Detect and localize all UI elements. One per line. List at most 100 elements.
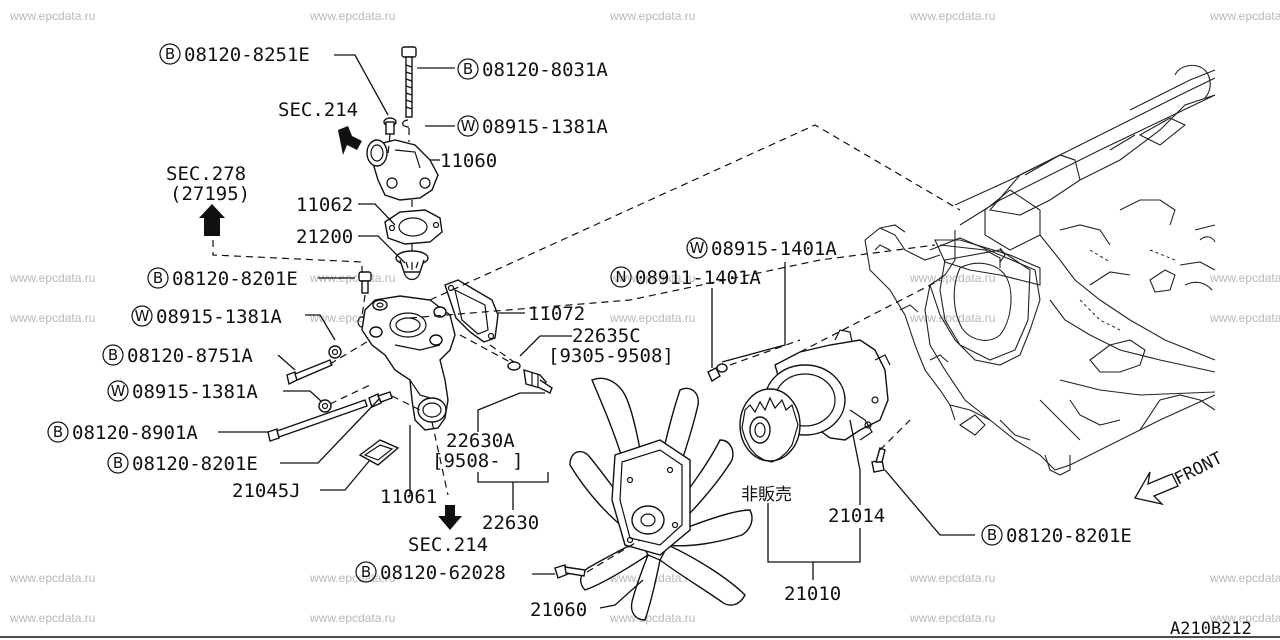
- diagram-code: A210B212: [1170, 619, 1252, 639]
- label-text: 08120-8201E: [172, 268, 298, 290]
- nut-symbol-icon: [610, 266, 632, 288]
- watermark-text: www.epcdata.ru: [309, 9, 395, 23]
- label-w-08915-1401a: W 08915-1401A: [686, 237, 837, 260]
- label-b-08120-8901a: B 08120-8901A: [47, 421, 198, 444]
- bolt-symbol-icon: [159, 43, 181, 65]
- section-ref-278: SEC.278: [166, 163, 246, 185]
- label-prefix: B: [463, 60, 473, 78]
- label-b-08120-8751a: B 08120-8751A: [102, 344, 253, 367]
- label-prefix: W: [135, 307, 150, 325]
- label-b-08120-62028: B 08120-62028: [355, 561, 506, 584]
- washer-symbol-icon: [131, 305, 153, 327]
- label-text: 08120-8201E: [132, 453, 258, 475]
- arrow-sec278: [199, 204, 225, 236]
- water-outlet-assembly: [366, 46, 439, 201]
- section-ref-214-top: SEC.214: [278, 99, 358, 121]
- label-b-08120-8201e-upper: B 08120-8201E: [147, 267, 298, 290]
- watermark-text: www.epcdata.ru: [609, 9, 695, 23]
- gasket-11062: [384, 209, 443, 245]
- label-text: 08120-8901A: [72, 422, 198, 444]
- watermark-text: www.epcdata.ru: [909, 311, 995, 325]
- bolt-symbol-icon: [107, 452, 129, 474]
- watermark-text: www.epcdata.ru: [909, 271, 995, 285]
- label-prefix: W: [690, 239, 705, 257]
- section-ref-214-bottom: SEC.214: [408, 534, 488, 556]
- label-21014: 21014: [828, 505, 885, 527]
- assembly-lines: [212, 124, 961, 573]
- label-text: 08915-1381A: [156, 306, 282, 328]
- washer-symbol-icon: [686, 237, 708, 259]
- label-prefix: B: [361, 563, 371, 581]
- not-sold-note: 非販売: [741, 485, 792, 505]
- bolt-symbol-icon: [47, 421, 69, 443]
- bolt-symbol-icon: [147, 267, 169, 289]
- label-prefix: B: [987, 526, 997, 544]
- label-22630: 22630: [482, 512, 539, 534]
- label-b-08120-8251e: B 08120-8251E: [159, 43, 310, 66]
- engine-block-drawing: [864, 64, 1216, 476]
- label-prefix: W: [111, 382, 126, 400]
- watermark-text: www.epcdata.ru: [9, 571, 95, 585]
- label-prefix: B: [165, 45, 175, 63]
- temperature-sensor: [507, 361, 553, 394]
- bolt-upper-left: [357, 271, 372, 328]
- cooling-fan-21060: [554, 377, 753, 621]
- label-11062: 11062: [296, 194, 353, 216]
- label-22630a-range: [9508- ]: [432, 450, 524, 472]
- label-22630a: 22630A: [446, 430, 515, 452]
- label-text: 08120-8031A: [482, 59, 608, 81]
- bolts-left: [267, 345, 393, 442]
- arrow-sec214-top: [338, 126, 362, 155]
- label-21010: 21010: [784, 583, 841, 605]
- watermark-text: www.epcdata.ru: [909, 9, 995, 23]
- watermark-text: www.epcdata.ru: [9, 311, 95, 325]
- label-text: 08120-8751A: [127, 345, 253, 367]
- bolt-symbol-icon: [102, 344, 124, 366]
- label-prefix: B: [153, 269, 163, 287]
- watermark-text: www.epcdata.ru: [309, 611, 395, 625]
- label-21200: 21200: [296, 226, 353, 248]
- front-label: FRONT: [1171, 448, 1226, 489]
- label-11060: 11060: [440, 150, 497, 172]
- direction-arrows: [199, 126, 1179, 530]
- watermark-layer: www.epcdata.ru www.epcdata.ru www.epcdata.…: [9, 9, 1280, 625]
- label-prefix: B: [108, 346, 118, 364]
- bolt-symbol-icon: [355, 561, 377, 583]
- leader-lines: [218, 54, 975, 609]
- label-text: 08915-1401A: [711, 238, 837, 260]
- label-11061: 11061: [380, 486, 437, 508]
- watermark-text: www.epcdata.ru: [9, 611, 95, 625]
- label-text: 08915-1381A: [482, 116, 608, 138]
- label-b-08120-8201e-lower: B 08120-8201E: [107, 452, 258, 475]
- label-22635c: 22635C: [572, 325, 641, 347]
- washer-symbol-icon: [107, 380, 129, 402]
- watermark-text: www.epcdata.ru: [1209, 271, 1280, 285]
- bolt-symbol-icon: [981, 524, 1003, 546]
- water-inlet-housing: [361, 295, 456, 431]
- label-prefix: N: [615, 268, 626, 286]
- front-arrow: [1133, 471, 1179, 506]
- watermark-text: www.epcdata.ru: [1209, 571, 1280, 585]
- label-21045j: 21045J: [232, 480, 301, 502]
- label-21060: 21060: [530, 599, 587, 621]
- label-n-08911-1401a: N 08911-1401A: [610, 266, 761, 289]
- part-labels: B 08120-8251E B 08120-8031A W 08915-1381…: [47, 43, 1252, 639]
- watermark-text: www.epcdata.ru: [1209, 311, 1280, 325]
- watermark-text: www.epcdata.ru: [609, 611, 695, 625]
- label-text: 08120-62028: [380, 562, 506, 584]
- label-text: 08120-8201E: [1006, 525, 1132, 547]
- section-ref-278-number: (27195): [170, 183, 250, 205]
- watermark-text: www.epcdata.ru: [1209, 9, 1280, 23]
- label-text: 08915-1381A: [132, 381, 258, 403]
- arrow-sec214-bottom: [438, 505, 462, 530]
- watermark-text: www.epcdata.ru: [609, 311, 695, 325]
- label-b-08120-8201e-right: B 08120-8201E: [981, 524, 1132, 547]
- label-w-08915-1381a-low: W 08915-1381A: [107, 380, 258, 403]
- label-text: 08120-8251E: [184, 44, 310, 66]
- label-22635c-range: [9305-9508]: [548, 345, 674, 367]
- label-b-08120-8031a: B 08120-8031A: [457, 58, 608, 81]
- watermark-text: www.epcdata.ru: [9, 271, 95, 285]
- washer-symbol-icon: [457, 115, 479, 137]
